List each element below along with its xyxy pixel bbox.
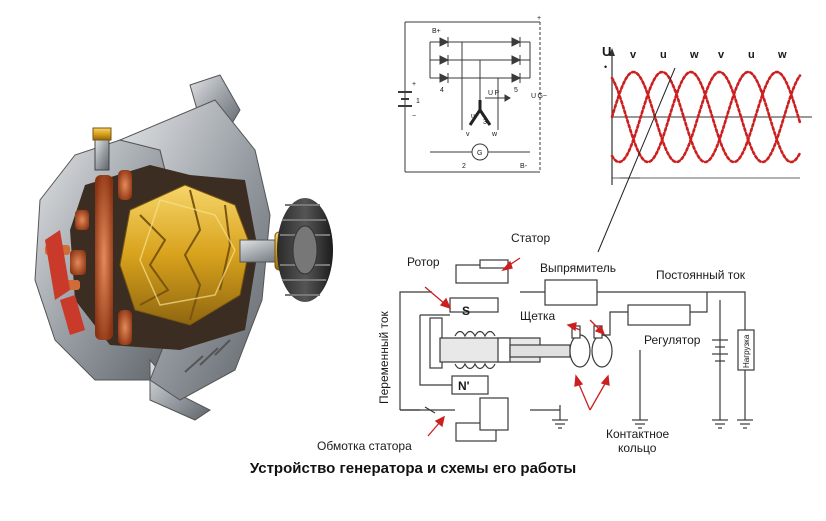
svg-text:2: 2 [462, 163, 466, 170]
svg-text:B-: B- [520, 163, 528, 170]
phase-curves [610, 70, 802, 164]
rectified-envelope [611, 71, 801, 96]
operating-schematic [399, 259, 755, 442]
label-pole-s: S [462, 304, 470, 318]
svg-text:w: w [491, 131, 498, 138]
red-arrows [424, 257, 610, 437]
phase-label: w [689, 49, 699, 61]
svg-text:u: u [471, 113, 475, 120]
label-stator: Статор [511, 231, 550, 245]
slip-ring-2 [591, 334, 613, 368]
svg-text:U P: U P [488, 90, 499, 97]
rotor-n-pole [451, 375, 489, 395]
label-brush: Щетка [520, 309, 556, 323]
svg-text:B+: B+ [432, 28, 441, 35]
svg-text:+: + [537, 15, 541, 22]
waveform-axis-label: U [602, 44, 611, 59]
label-rotor: Ротор [407, 255, 440, 269]
schematic-labels: Статор Ротор Выпрямитель Постоянный ток … [317, 231, 751, 455]
svg-text:5: 5 [514, 87, 518, 94]
label-regulator: Регулятор [644, 333, 701, 347]
phase-label: u [748, 49, 755, 61]
label-pole-n: N' [458, 379, 470, 393]
svg-text:v: v [466, 131, 470, 138]
rotor-s-pole [449, 297, 499, 313]
waveform-axis-dot: • [604, 62, 607, 72]
regulator-block [627, 304, 691, 326]
rotor-claw-poles [119, 184, 251, 326]
label-rectifier: Выпрямитель [540, 261, 616, 275]
load-block [737, 329, 755, 371]
pointer-line [597, 67, 676, 253]
waveform-plot: U • v u w v u w [602, 44, 812, 185]
svg-text:3: 3 [483, 119, 487, 126]
label-direct-current: Постоянный ток [656, 268, 746, 282]
circuit-labels: B+ B- U G~ U P + − 1 2 3 4 5 u v w G + [412, 15, 547, 170]
svg-text:+: + [412, 81, 416, 88]
phase-curve [610, 70, 802, 164]
label-load: Нагрузка [742, 334, 751, 368]
svg-text:1: 1 [416, 98, 420, 105]
phase-label: u [660, 49, 667, 61]
label-alternating-current: Переменный ток [377, 310, 391, 404]
pulley [277, 198, 333, 302]
alternator-illustration [34, 74, 333, 421]
svg-text:4: 4 [440, 87, 444, 94]
ground-symbols [552, 405, 753, 429]
slip-ring-1 [569, 334, 591, 368]
phase-label: v [630, 49, 637, 61]
svg-text:−: − [412, 113, 416, 120]
rectifier-circuit [398, 21, 541, 173]
rectifier-block [544, 279, 598, 306]
svg-text:U G~: U G~ [531, 93, 547, 100]
label-stator-winding: Обмотка статора [317, 439, 412, 453]
figure-caption: Устройство генератора и схемы его работы [249, 460, 577, 477]
svg-text:G: G [477, 150, 482, 157]
phase-label: w [777, 49, 787, 61]
phase-label: v [718, 49, 725, 61]
